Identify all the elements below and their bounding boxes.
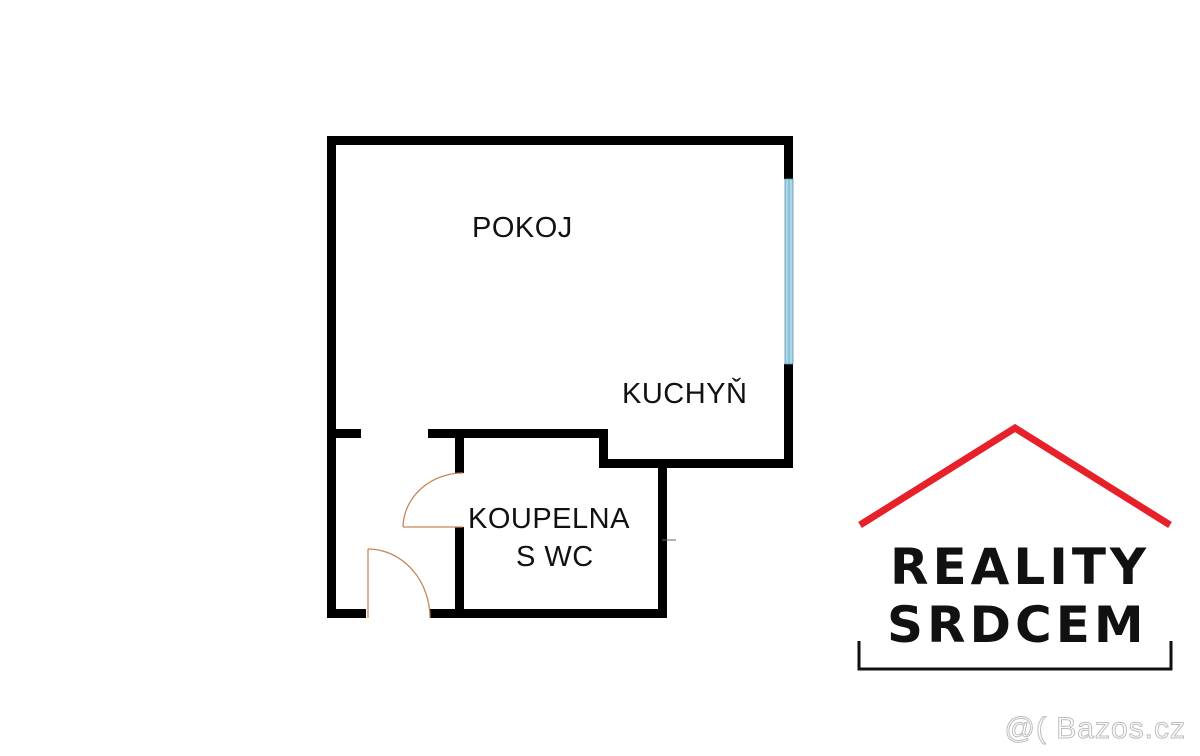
room-label-koupelna: KOUPELNA: [468, 503, 630, 535]
wall-bathroom-top: [428, 429, 608, 438]
logo-roof-icon: [858, 423, 1172, 528]
wall-right-lower: [784, 364, 793, 468]
wall-right-upper: [784, 136, 793, 179]
wall-bathroom-left-upper: [455, 429, 464, 473]
wall-top: [327, 136, 793, 145]
wall-step: [599, 429, 608, 468]
logo-text-reality: REALITY: [890, 538, 1151, 596]
wall-kitchen-bottom: [599, 459, 793, 468]
door-entrance: [367, 548, 431, 619]
watermark: @( Bazos.cz: [1004, 712, 1186, 746]
door-bathroom: [402, 472, 464, 528]
logo-text-srdcem: SRDCEM: [887, 596, 1148, 654]
logo-bracket: [857, 641, 1173, 671]
walls: [327, 136, 793, 618]
room-label-kuchyn: KUCHYŇ: [622, 378, 748, 410]
room-label-koupelna-wc: S WC: [516, 541, 594, 573]
window: [784, 178, 794, 365]
wall-bottom-right: [430, 609, 667, 618]
room-label-pokoj: POKOJ: [472, 212, 573, 244]
wall-bottom-left: [327, 609, 366, 618]
wall-hall-stub: [327, 429, 361, 438]
wall-left: [327, 136, 336, 618]
wall-bathroom-right: [658, 459, 667, 618]
wall-bathroom-left-lower: [455, 527, 464, 618]
